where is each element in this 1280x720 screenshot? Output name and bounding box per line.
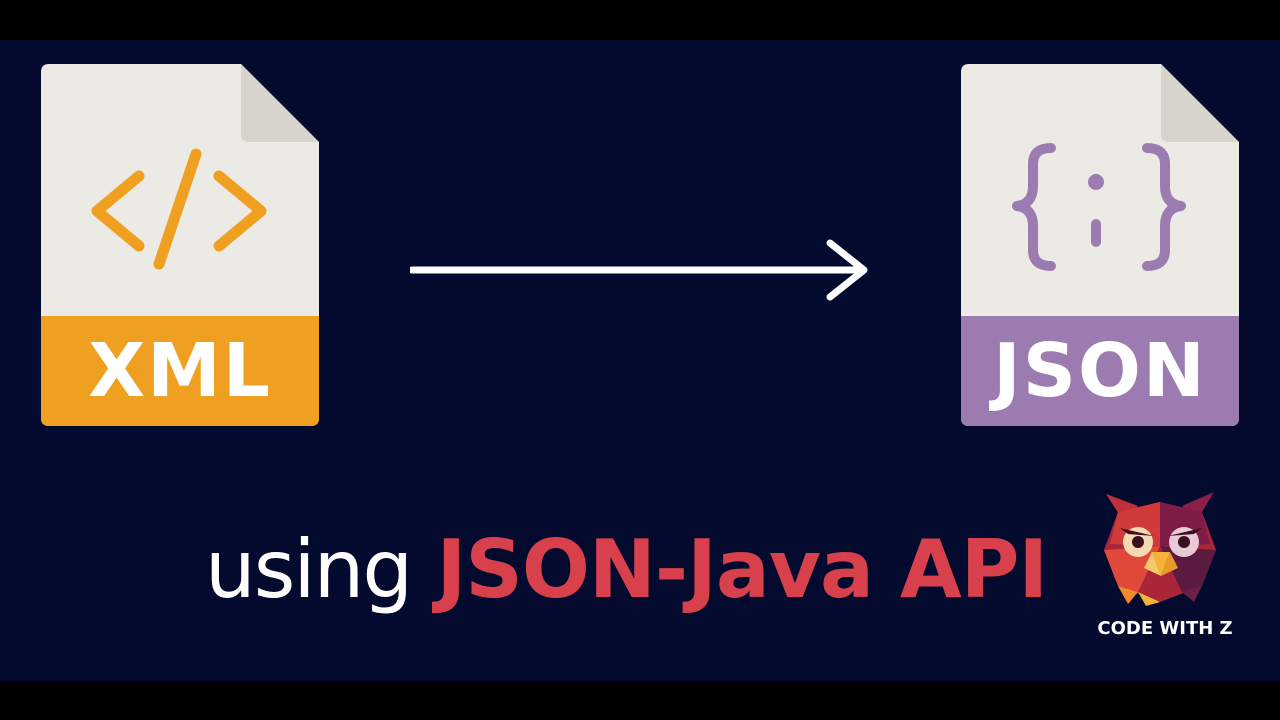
brand-name: CODE WITH Z xyxy=(1097,618,1233,639)
arrow-right-icon xyxy=(408,238,872,306)
code-brackets-icon xyxy=(91,148,267,270)
letterbox-bottom xyxy=(0,681,1280,720)
json-file-label: JSON xyxy=(993,328,1207,414)
xml-file-icon: XML xyxy=(41,64,319,426)
curly-braces-icon xyxy=(1012,143,1186,271)
letterbox-top xyxy=(0,0,1280,40)
owl-logo xyxy=(1098,488,1222,610)
caption-highlight: JSON-Java API xyxy=(436,523,1049,616)
xml-file-label: XML xyxy=(88,328,272,414)
caption: using JSON-Java API xyxy=(205,520,1049,620)
caption-prefix: using xyxy=(205,523,413,616)
json-file-icon: JSON xyxy=(961,64,1239,426)
